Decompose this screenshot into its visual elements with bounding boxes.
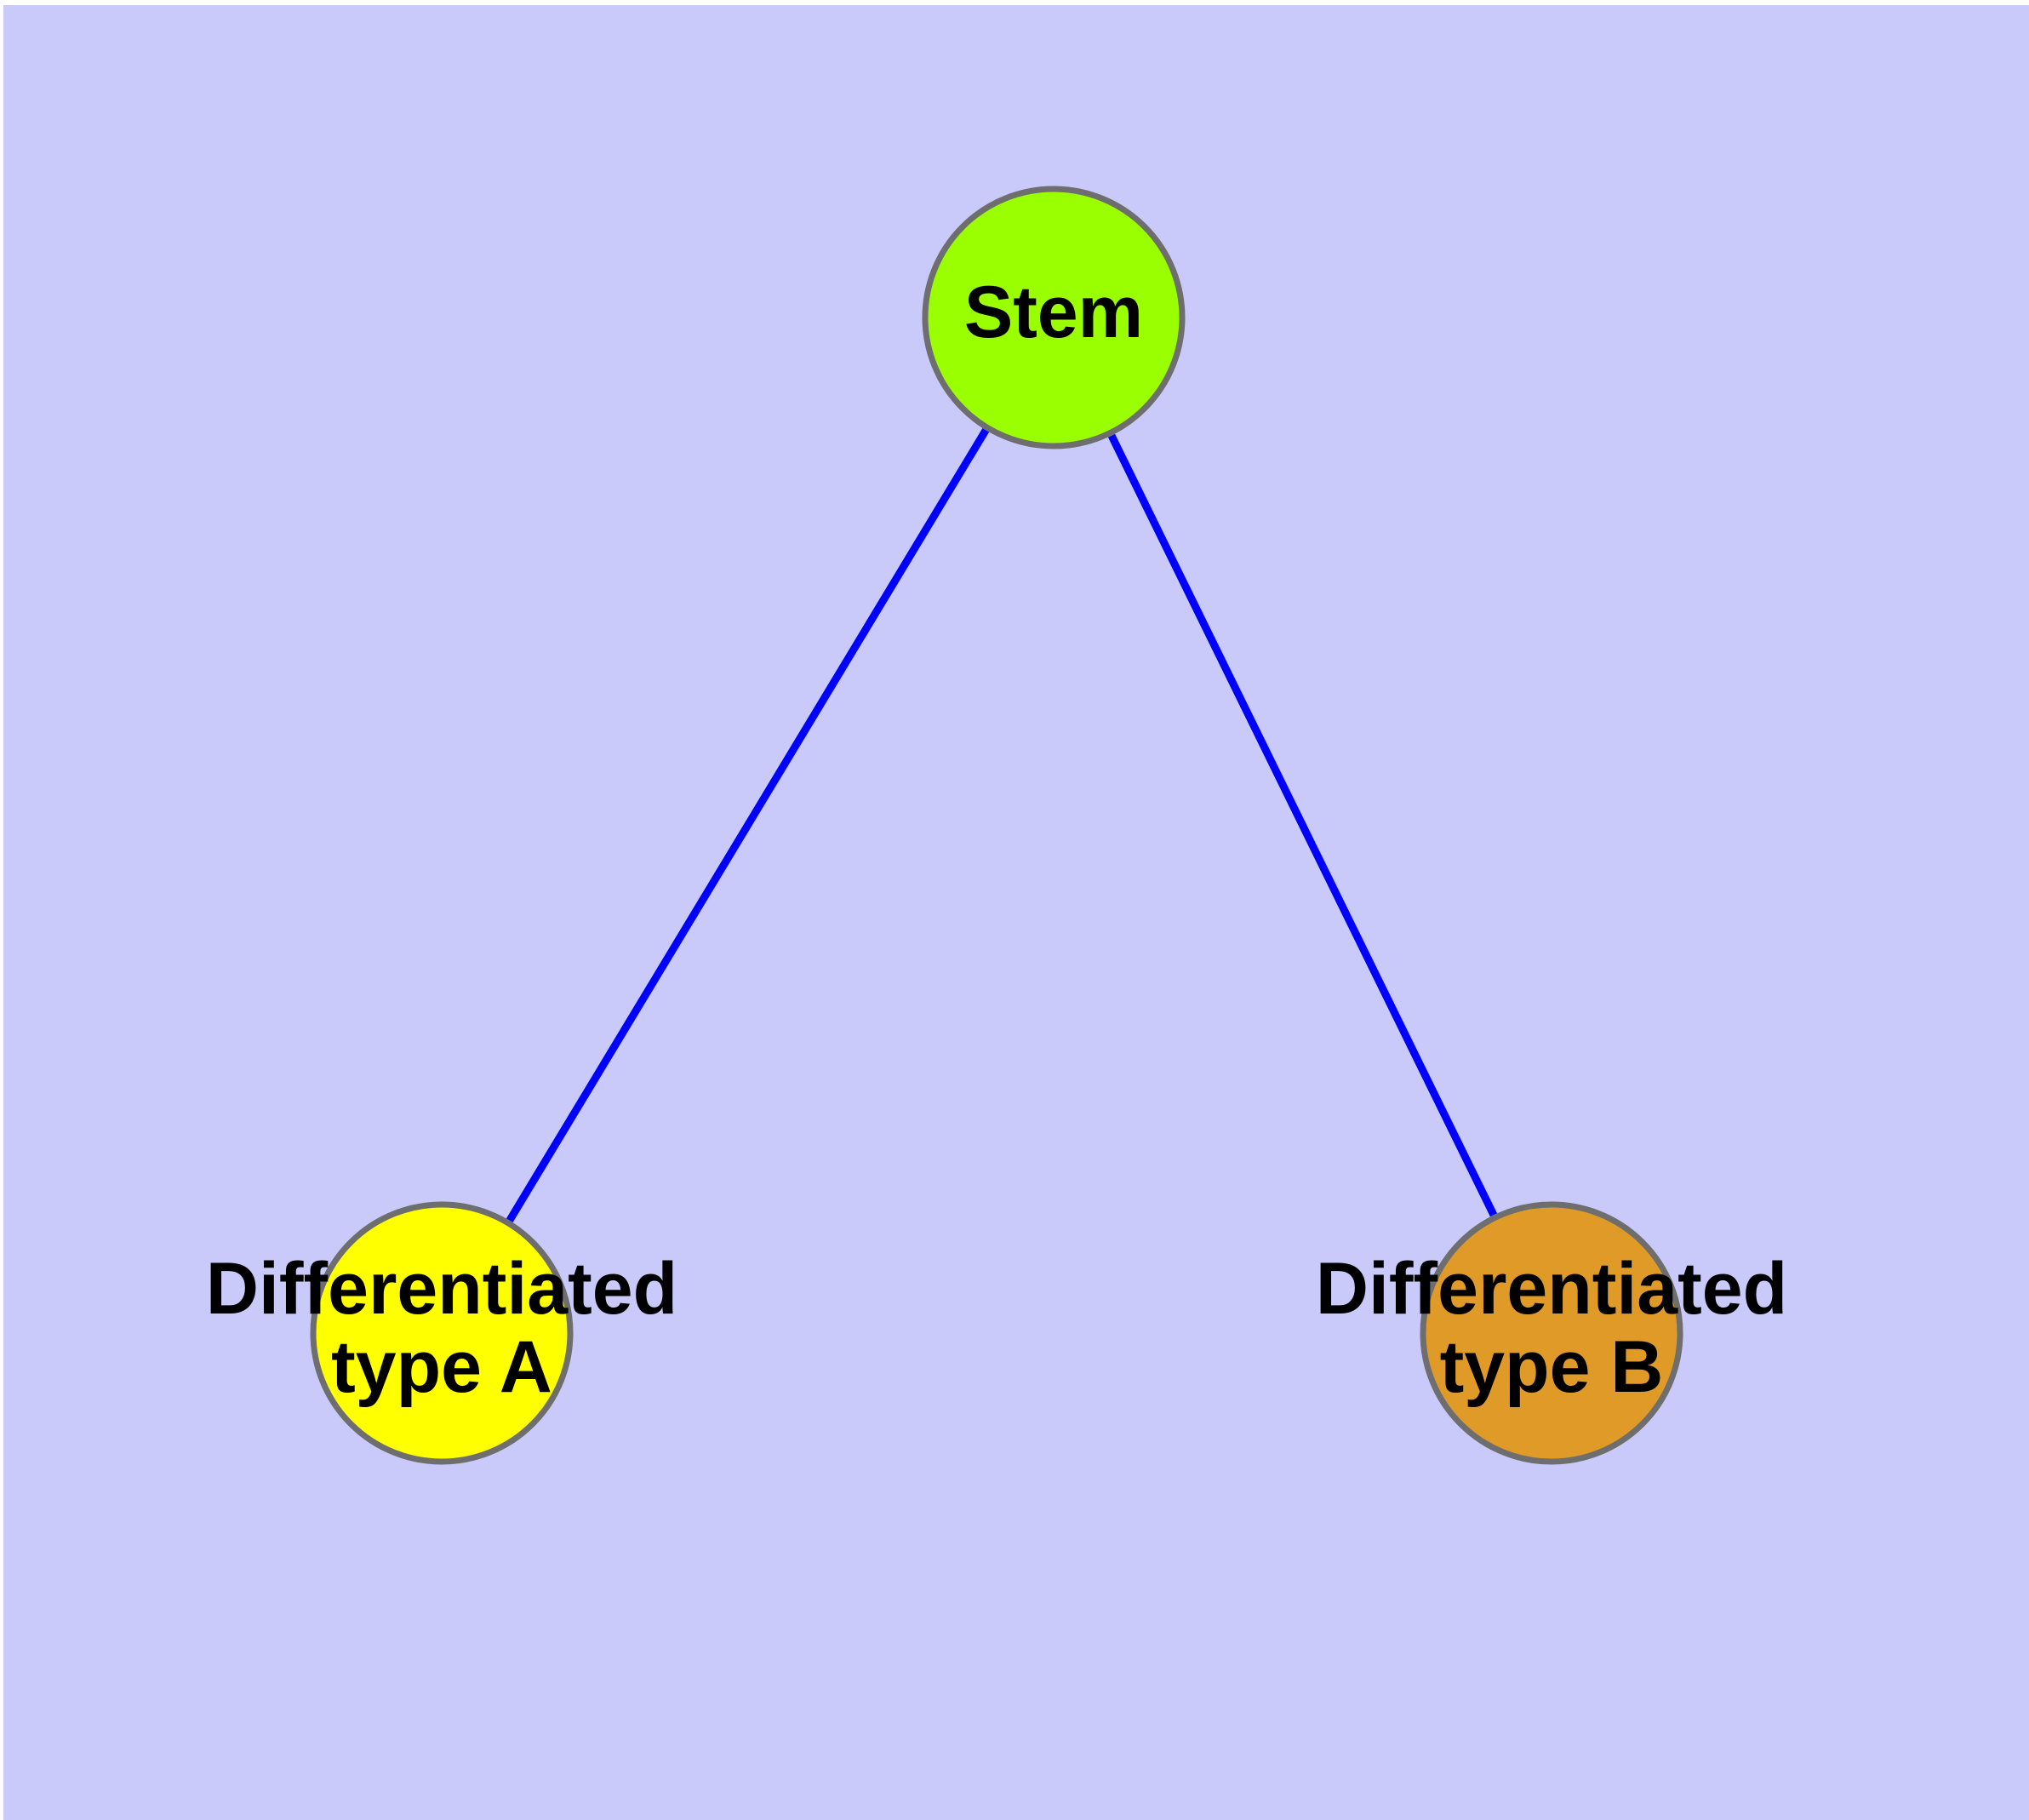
node-label-line: Differentiated <box>1316 1248 1787 1330</box>
node-label-line: type B <box>1440 1326 1664 1408</box>
node-label-line: Differentiated <box>206 1248 677 1330</box>
node-stem[interactable]: Stem <box>922 186 1186 449</box>
edge-stem-to-diff-a <box>506 428 990 1222</box>
node-circle-diff_a[interactable] <box>310 1201 574 1465</box>
node-label-line: Stem <box>964 272 1143 353</box>
node-label-stem: Stem <box>964 272 1143 353</box>
node-label-line: type A <box>331 1326 552 1408</box>
node-circle-stem[interactable] <box>922 186 1186 449</box>
edge-stem-to-diff-b <box>1107 433 1498 1217</box>
edge-layer <box>506 428 1498 1222</box>
node-circle-diff_b[interactable] <box>1420 1201 1683 1465</box>
